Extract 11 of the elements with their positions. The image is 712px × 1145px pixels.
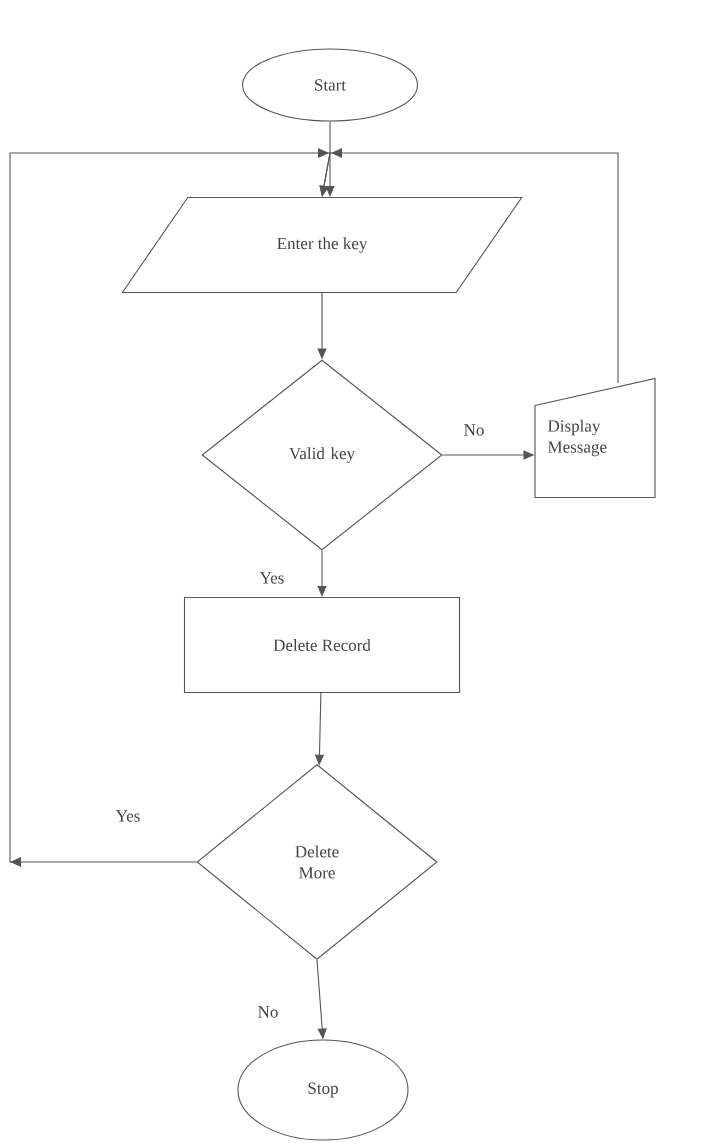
- input-parallelogram: Enter the key: [121, 196, 523, 294]
- arrow: [9, 148, 331, 867]
- display-box: Display Message: [534, 377, 656, 499]
- terminal-oval: Stop: [237, 1039, 409, 1141]
- edge-label: Yes: [258, 571, 286, 585]
- process-box: Delete Record: [183, 596, 461, 694]
- arrow: [317, 550, 327, 597]
- edge-label: No: [256, 1005, 280, 1019]
- terminal-oval: Start: [241, 48, 419, 122]
- edge-label: Yes: [114, 809, 142, 823]
- edge-label: No: [462, 423, 486, 437]
